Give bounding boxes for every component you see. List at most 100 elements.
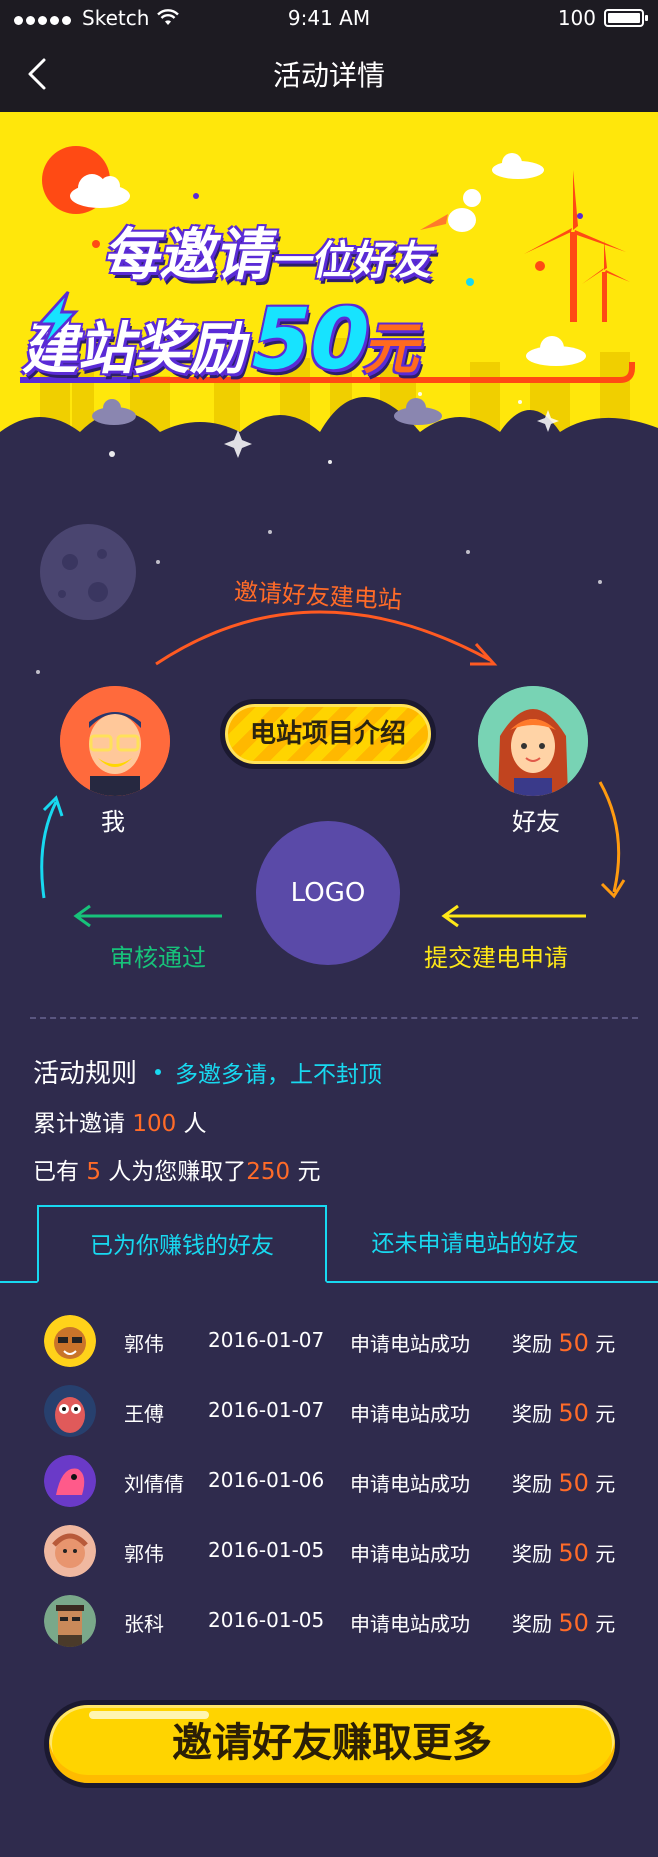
button-shine <box>89 1711 209 1719</box>
avatar-1-illustration <box>44 1315 96 1367</box>
reward-unit: 元 <box>595 1472 616 1496</box>
friend-name: 郭伟 <box>124 1332 164 1356</box>
reward-label: 奖励 <box>512 1612 552 1636</box>
list-item[interactable]: 郭伟 2016-01-05 申请电站成功 奖励 50 元 <box>0 1520 658 1580</box>
carrier-group: Sketch <box>14 6 180 30</box>
avatar-5-illustration <box>44 1595 96 1647</box>
rules-header: 活动规则 多邀多请，上不封顶 <box>33 1053 633 1090</box>
friend-tabs: 已为你赚钱的好友 还未申请电站的好友 <box>0 1205 658 1283</box>
reward-amount: 50 <box>558 1539 589 1567</box>
battery-icon <box>604 9 648 27</box>
friend-reward: 奖励 50 元 <box>512 1468 615 1497</box>
invite-total-count: 100 <box>132 1111 177 1137</box>
avatar-me <box>60 686 170 796</box>
lightning-icon <box>36 291 79 349</box>
friend-reward: 奖励 50 元 <box>512 1328 615 1357</box>
friend-reward: 奖励 50 元 <box>512 1538 615 1567</box>
logo: LOGO <box>256 821 400 965</box>
invite-flow: 邀请好友建电站 我 好友 电站项目介绍 LOGO 审核通过 提交建电申请 <box>0 492 658 1022</box>
reward-unit: 元 <box>595 1402 616 1426</box>
avatar-me-illustration <box>60 686 170 796</box>
avatar-4-illustration <box>44 1525 96 1577</box>
friend-date: 2016-01-07 <box>208 1398 325 1422</box>
friend-date: 2016-01-06 <box>208 1468 325 1492</box>
avatar <box>44 1385 96 1437</box>
friend-name: 张科 <box>124 1612 164 1636</box>
hero-line2-mid: 站奖励 <box>74 317 257 382</box>
wifi-icon <box>157 9 180 25</box>
friend-name: 郭伟 <box>124 1542 164 1566</box>
reward-amount: 50 <box>558 1609 589 1637</box>
reward-amount: 50 <box>558 1469 589 1497</box>
battery-percent: 100 <box>557 6 596 30</box>
avatar-3-illustration <box>44 1455 96 1507</box>
project-intro-button[interactable]: 电站项目介绍 <box>220 699 436 769</box>
nav-bar: 活动详情 <box>0 36 658 112</box>
earned-row: 已有 5 人为您赚取了250 元 <box>33 1152 633 1186</box>
invite-total-suffix: 人 <box>183 1111 207 1137</box>
reward-amount: 50 <box>558 1329 589 1357</box>
friend-status: 申请电站成功 <box>350 1332 470 1356</box>
invite-total-prefix: 累计邀请 <box>33 1111 125 1137</box>
chevron-left-icon <box>28 58 46 90</box>
reward-label: 奖励 <box>512 1332 552 1356</box>
avatar <box>44 1525 96 1577</box>
friend-reward: 奖励 50 元 <box>512 1608 615 1637</box>
friend-date: 2016-01-05 <box>208 1538 325 1562</box>
clock: 9:41 AM <box>287 6 371 30</box>
reward-unit: 元 <box>595 1612 616 1636</box>
hero-headline-2: 建站奖励50元 <box>18 290 436 388</box>
friend-name: 刘倩倩 <box>124 1472 184 1496</box>
back-button[interactable] <box>20 54 60 94</box>
earned-prefix: 已有 <box>33 1159 79 1185</box>
battery-group: 100 <box>557 6 648 30</box>
friend-label: 好友 <box>512 808 560 836</box>
bullet-dot <box>155 1068 162 1075</box>
reward-label: 奖励 <box>512 1472 552 1496</box>
list-item[interactable]: 郭伟 2016-01-07 申请电站成功 奖励 50 元 <box>0 1310 658 1370</box>
avatar-friend <box>478 686 588 796</box>
list-item[interactable]: 张科 2016-01-05 申请电站成功 奖励 50 元 <box>0 1590 658 1650</box>
earned-unit: 元 <box>297 1159 321 1185</box>
invite-more-button[interactable]: 邀请好友赚取更多 <box>44 1700 620 1788</box>
list-item[interactable]: 王傅 2016-01-07 申请电站成功 奖励 50 元 <box>0 1380 658 1440</box>
rules-subtitle: 多邀多请，上不封顶 <box>175 1061 383 1088</box>
reward-unit: 元 <box>595 1542 616 1566</box>
earned-amount: 250 <box>246 1159 291 1185</box>
reward-label: 奖励 <box>512 1402 552 1426</box>
me-label: 我 <box>101 808 125 836</box>
flow-arrows <box>36 524 626 928</box>
hero-reward-amount: 50 <box>241 290 380 388</box>
hero-line1-suffix: 一位好友 <box>268 238 439 284</box>
invite-total-row: 累计邀请 100 人 <box>33 1104 633 1138</box>
friend-date: 2016-01-07 <box>208 1328 325 1352</box>
friend-name: 王傅 <box>124 1402 164 1426</box>
approved-step-label: 审核通过 <box>110 944 206 972</box>
earned-count: 5 <box>86 1159 101 1185</box>
activity-rules: 活动规则 多邀多请，上不封顶 累计邀请 100 人 已有 5 人为您赚取了250… <box>33 1053 633 1186</box>
hero-illustration <box>0 146 658 492</box>
avatar-friend-illustration <box>478 686 588 796</box>
hero-headline-1: 每邀请一位好友 <box>99 210 444 291</box>
hero-line1-prefix: 每邀请 <box>100 223 282 288</box>
friend-date: 2016-01-05 <box>208 1608 325 1632</box>
reward-unit: 元 <box>595 1332 616 1356</box>
friend-reward: 奖励 50 元 <box>512 1398 615 1427</box>
invite-more-label: 邀请好友赚取更多 <box>172 1720 492 1766</box>
avatar <box>44 1315 96 1367</box>
avatar <box>44 1455 96 1507</box>
hero-banner: 每邀请一位好友 建站奖励50元 <box>0 112 658 492</box>
carrier-name: Sketch <box>82 6 150 30</box>
avatar <box>44 1595 96 1647</box>
moon-icon <box>40 524 136 620</box>
page-title: 活动详情 <box>272 59 385 92</box>
list-item[interactable]: 刘倩倩 2016-01-06 申请电站成功 奖励 50 元 <box>0 1450 658 1510</box>
submit-step-label: 提交建电申请 <box>424 944 568 972</box>
friend-status: 申请电站成功 <box>350 1472 470 1496</box>
rules-title: 活动规则 <box>33 1059 138 1089</box>
earned-mid: 人为您赚取了 <box>108 1159 247 1185</box>
tab-not-applied-friends[interactable]: 还未申请电站的好友 <box>371 1231 579 1257</box>
reward-amount: 50 <box>558 1399 589 1427</box>
friend-status: 申请电站成功 <box>350 1402 470 1426</box>
tab-earned-friends[interactable]: 已为你赚钱的好友 <box>37 1205 327 1283</box>
